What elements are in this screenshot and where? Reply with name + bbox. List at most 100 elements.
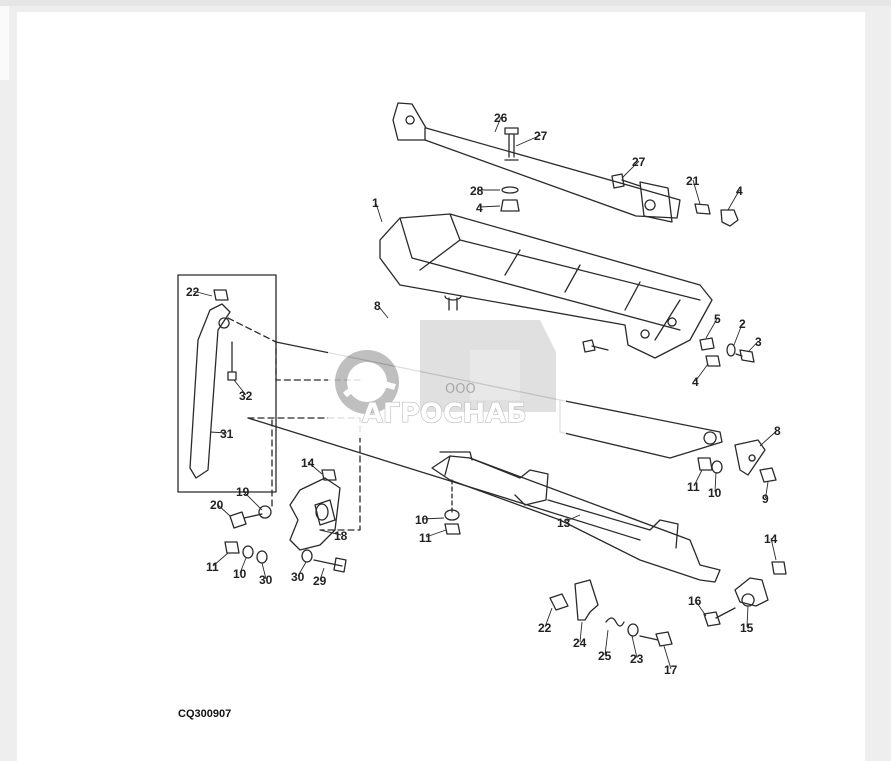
part-callout-30: 30	[291, 570, 305, 584]
washer-10-right	[711, 460, 723, 474]
main-trough	[379, 213, 713, 359]
callout-leader	[759, 429, 778, 447]
nut-4-lower	[705, 355, 721, 367]
spring-25	[605, 617, 625, 627]
bolt-16	[703, 607, 736, 627]
washer-2	[726, 343, 736, 357]
callout-leader	[239, 557, 247, 574]
part-callout-4: 4	[476, 201, 483, 215]
callout-leader	[663, 645, 672, 670]
bolt-9	[759, 467, 777, 483]
figure-code: CQ300907	[178, 708, 231, 720]
callout-leader	[727, 189, 740, 211]
part-callout-5: 5	[714, 312, 721, 326]
washer-30-left	[256, 550, 268, 564]
part-callout-31: 31	[220, 427, 234, 441]
callout-leader	[746, 605, 749, 628]
part-callout-14: 14	[764, 532, 778, 546]
top-rail	[392, 102, 681, 219]
part-callout-2: 2	[739, 317, 746, 331]
washer-30-right	[301, 549, 313, 563]
callout-leader	[693, 469, 703, 487]
callout-leader	[209, 431, 228, 434]
washer-28	[501, 186, 519, 194]
callout-leader	[192, 290, 213, 297]
pin-21	[694, 203, 711, 215]
part-callout-13: 13	[557, 516, 571, 530]
part-callout-27: 27	[534, 129, 548, 143]
part-callout-11: 11	[419, 531, 432, 545]
callout-leader	[770, 537, 777, 561]
callout-leader	[307, 461, 323, 475]
callout-leader	[695, 363, 709, 382]
part-callout-16: 16	[688, 594, 702, 608]
bolt-17	[639, 631, 673, 647]
part-callout-10: 10	[233, 567, 247, 581]
washer-10-left	[242, 545, 254, 559]
callout-leader	[714, 471, 717, 493]
part-callout-24: 24	[573, 636, 587, 650]
part-callout-23: 23	[630, 652, 644, 666]
part-callout-25: 25	[598, 649, 612, 663]
bolt-27-horizontal	[611, 173, 641, 189]
end-cap-15	[734, 577, 769, 607]
callout-leader	[242, 490, 263, 511]
callout-leader	[579, 621, 583, 643]
callout-leader	[705, 317, 718, 339]
watermark-prefix: ООО	[445, 382, 476, 397]
nut-14-left	[321, 469, 337, 481]
watermark-logo: ООО АГРОСНАБ	[328, 318, 566, 438]
nut-4-top	[500, 199, 520, 212]
watermark-brand: АГРОСНАБ	[362, 398, 527, 429]
nut-5	[699, 337, 715, 351]
part-callout-4: 4	[736, 184, 743, 198]
lever-31	[189, 303, 231, 479]
bolt-8-top	[444, 295, 462, 311]
callout-leader	[261, 562, 267, 580]
callout-leader	[479, 205, 501, 208]
part-callout-22: 22	[186, 285, 200, 299]
part-callout-17: 17	[664, 663, 678, 677]
nut-14-right	[771, 561, 787, 575]
callout-leader	[621, 160, 640, 179]
bolt-27-vertical	[504, 127, 519, 158]
callout-leader	[377, 304, 389, 319]
part-callout-32: 32	[239, 389, 253, 403]
part-callout-21: 21	[686, 174, 700, 188]
part-callout-11: 11	[687, 480, 700, 494]
callout-leader	[631, 635, 638, 659]
nut-22-inset	[213, 289, 229, 301]
part-callout-14: 14	[301, 456, 315, 470]
clip-24	[574, 579, 599, 621]
callout-leader	[563, 514, 581, 523]
part-callout-1: 1	[372, 196, 379, 210]
bolt-20	[229, 511, 263, 529]
callout-leader	[765, 481, 769, 499]
inset-box	[177, 274, 277, 493]
callout-leader	[375, 201, 383, 223]
nut-4-right	[720, 209, 739, 227]
part-callout-10: 10	[415, 513, 429, 527]
callout-leader	[747, 340, 759, 353]
callout-leader	[692, 179, 701, 205]
nut-11-left	[224, 541, 240, 554]
callout-leader	[494, 116, 502, 133]
part-callout-11: 11	[206, 560, 219, 574]
part-callout-15: 15	[740, 621, 754, 635]
callout-leader	[319, 529, 342, 536]
lower-plate	[559, 399, 723, 459]
bolt-29	[313, 557, 347, 573]
part-callout-26: 26	[494, 111, 508, 125]
callout-leader	[297, 561, 307, 577]
part-callout-8: 8	[774, 424, 781, 438]
part-callout-22: 22	[538, 621, 552, 635]
nut-22-lower	[549, 593, 569, 611]
callout-leader	[515, 134, 542, 147]
washer-19	[258, 505, 272, 519]
bracket-18	[289, 477, 341, 551]
nut-11-right	[697, 457, 713, 471]
bracket-8	[734, 439, 766, 476]
callout-leader	[212, 552, 229, 567]
part-callout-9: 9	[762, 492, 769, 506]
